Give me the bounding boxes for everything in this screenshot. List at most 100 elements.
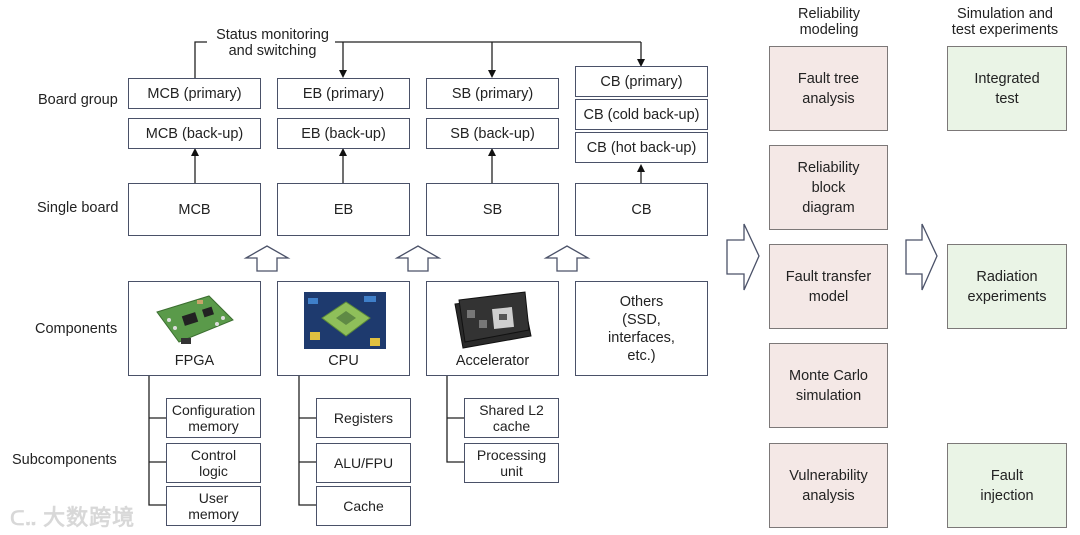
experiment-line: Fault [990, 467, 1024, 484]
subcomponent-line: Configuration [171, 402, 256, 418]
experiment-line: Radiation [976, 268, 1038, 285]
subcomponent-processing-unit: Processing unit [464, 443, 559, 483]
fpga-board-image [156, 295, 234, 344]
simulation-experiments-title: Simulation and test experiments [940, 6, 1070, 38]
cpu-chip-image [304, 292, 386, 349]
status-label-line: and switching [228, 43, 317, 59]
eb-backup-box: EB (back-up) [277, 118, 410, 149]
component-cpu: CPU [277, 281, 410, 376]
watermark-logo-icon: ᑕ᎐᎐ [10, 508, 44, 530]
title-line: Reliability [797, 6, 861, 22]
model-fault-transfer-model: Fault transfer model [769, 244, 888, 329]
model-fault-tree-analysis: Fault tree analysis [769, 46, 888, 131]
row-label-subcomponents: Subcomponents [12, 452, 117, 468]
component-others-line: Others [619, 293, 664, 310]
experiment-integrated-test: Integrated test [947, 46, 1067, 131]
row-label-components: Components [35, 321, 118, 337]
component-others: Others (SSD, interfaces, etc.) [575, 281, 708, 376]
component-fpga: FPGA [128, 281, 261, 376]
subcomponent-line: User [198, 490, 229, 506]
arrowhead-cb-up [637, 164, 645, 172]
reliability-modeling-title: Reliability modeling [770, 6, 888, 38]
model-line: block [811, 179, 846, 196]
model-line: analysis [802, 487, 855, 504]
model-line: Fault transfer [785, 268, 872, 285]
arrowhead-sb [488, 70, 496, 78]
component-others-line: (SSD, [622, 311, 661, 328]
component-others-line: interfaces, [608, 329, 675, 346]
eb-primary-box: EB (primary) [277, 78, 410, 109]
status-label-line: Status monitoring [216, 27, 329, 43]
model-line: diagram [802, 199, 855, 216]
hollow-up-arrow [394, 245, 442, 272]
experiment-line: Integrated [974, 70, 1040, 87]
title-line: modeling [799, 22, 859, 38]
watermark: ᑕ᎐᎐ 大数跨境 [10, 500, 135, 532]
model-monte-carlo-simulation: Monte Carlo simulation [769, 343, 888, 428]
component-others-line: etc.) [627, 347, 656, 364]
cb-primary-box: CB (primary) [575, 66, 708, 97]
subcomponent-shared-l2-cache: Shared L2 cache [464, 398, 559, 438]
hollow-up-arrow [243, 245, 291, 272]
row-label-board-group: Board group [38, 92, 118, 108]
experiment-line: experiments [967, 288, 1047, 305]
subcomponent-line: memory [188, 418, 239, 434]
model-reliability-block-diagram: Reliability block diagram [769, 145, 888, 230]
subcomponent-cache: Cache [316, 486, 411, 526]
subcomponent-line: Control [190, 447, 237, 463]
arrowhead-mcb-up [191, 148, 199, 156]
single-board-mcb: MCB [128, 183, 261, 236]
arrowhead-eb-up [339, 148, 347, 156]
sb-primary-box: SB (primary) [426, 78, 559, 109]
single-board-sb: SB [426, 183, 559, 236]
arrowhead-cb [637, 59, 645, 67]
mcb-backup-box: MCB (back-up) [128, 118, 261, 149]
arrowhead-sb-up [488, 148, 496, 156]
fpga-tree [148, 375, 166, 506]
hollow-right-arrow [726, 223, 760, 291]
component-fpga-label: FPGA [174, 353, 215, 369]
row-label-single-board: Single board [37, 200, 119, 216]
model-line: analysis [802, 90, 855, 107]
experiment-line: injection [980, 487, 1034, 504]
accel-tree [446, 375, 464, 463]
experiment-radiation-experiments: Radiation experiments [947, 244, 1067, 329]
status-monitoring-label: Status monitoring and switching [205, 27, 340, 59]
status-line-left [194, 41, 207, 79]
subcomponent-control-logic: Control logic [166, 443, 261, 483]
sb-backup-box: SB (back-up) [426, 118, 559, 149]
hollow-up-arrow [543, 245, 591, 272]
model-line: model [808, 288, 849, 305]
experiment-fault-injection: Fault injection [947, 443, 1067, 528]
cpu-tree [298, 375, 316, 506]
title-line: test experiments [951, 22, 1059, 38]
single-board-cb: CB [575, 183, 708, 236]
subcomponent-alu-fpu: ALU/FPU [316, 443, 411, 483]
model-vulnerability-analysis: Vulnerability analysis [769, 443, 888, 528]
subcomponent-registers: Registers [316, 398, 411, 438]
subcomponent-line: logic [199, 463, 228, 479]
accelerator-module-image [454, 291, 532, 349]
component-cpu-label: CPU [328, 353, 359, 369]
model-line: Vulnerability [789, 467, 868, 484]
model-line: simulation [795, 387, 862, 404]
cb-cold-backup-box: CB (cold back-up) [575, 99, 708, 130]
component-accelerator-label: Accelerator [455, 353, 530, 369]
title-line: Simulation and [957, 6, 1053, 22]
subcomponent-line: memory [188, 506, 239, 522]
model-line: Fault tree [797, 70, 860, 87]
hollow-right-arrow [905, 223, 938, 291]
cb-hot-backup-box: CB (hot back-up) [575, 132, 708, 163]
watermark-text: 大数跨境 [43, 505, 136, 530]
model-line: Monte Carlo [789, 367, 868, 384]
subcomponent-line: Processing [476, 447, 547, 463]
subcomponent-line: unit [500, 463, 523, 479]
subcomponent-line: cache [492, 418, 531, 434]
subcomponent-configuration-memory: Configuration memory [166, 398, 261, 438]
subcomponent-user-memory: User memory [166, 486, 261, 526]
component-accelerator: Accelerator [426, 281, 559, 376]
mcb-primary-box: MCB (primary) [128, 78, 261, 109]
subcomponent-line: Shared L2 [479, 402, 544, 418]
single-board-eb: EB [277, 183, 410, 236]
